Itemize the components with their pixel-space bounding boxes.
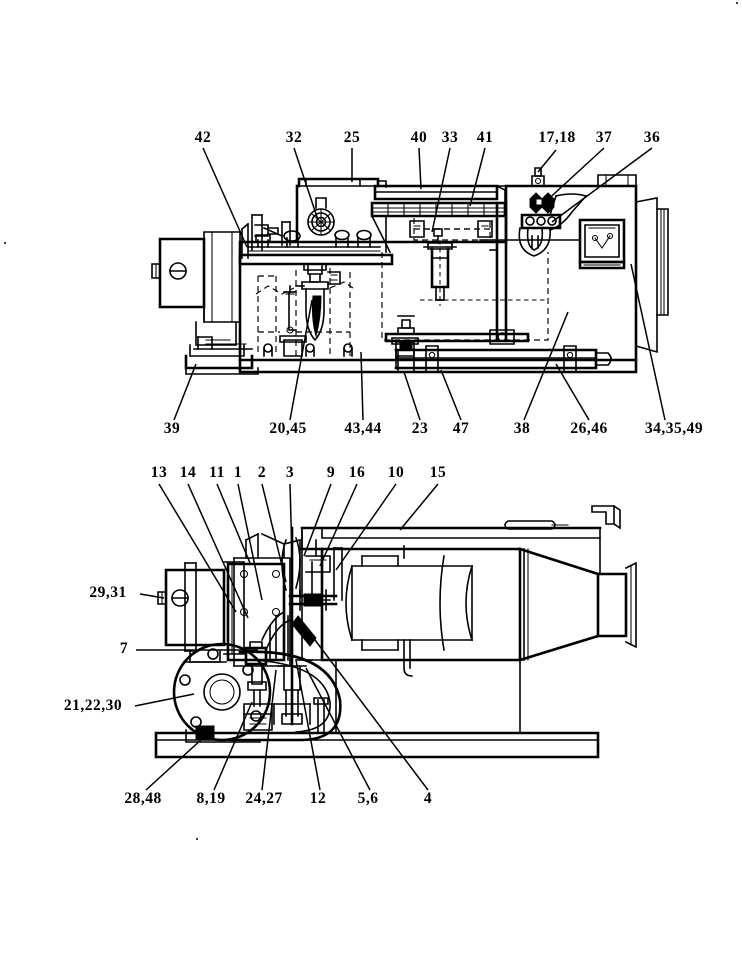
callout-38[interactable]: 38 bbox=[513, 420, 531, 437]
upper-sheave-assembly bbox=[307, 197, 335, 236]
upper-vertical-post bbox=[489, 201, 515, 345]
upper-assembly-figure bbox=[151, 147, 669, 421]
upper-hidden-chamber bbox=[381, 252, 549, 341]
scan-speck bbox=[196, 838, 198, 840]
callout-21-22-30[interactable]: 21,22,30 bbox=[63, 697, 123, 714]
callout-29-31[interactable]: 29,31 bbox=[89, 584, 127, 601]
scan-speck bbox=[736, 2, 738, 4]
callout-47[interactable]: 47 bbox=[452, 420, 470, 437]
callout-4[interactable]: 4 bbox=[423, 790, 433, 807]
callout-24-27[interactable]: 24,27 bbox=[245, 790, 283, 807]
lower-bottom-hardware bbox=[313, 697, 329, 734]
callout-42[interactable]: 42 bbox=[194, 129, 212, 146]
callout-13[interactable]: 13 bbox=[150, 464, 168, 481]
callout-20-45[interactable]: 20,45 bbox=[269, 420, 307, 437]
lower-suction-fitting bbox=[243, 641, 273, 731]
upper-internal-diagonals bbox=[370, 214, 392, 254]
callout-33[interactable]: 33 bbox=[441, 129, 459, 146]
upper-left-base bbox=[184, 336, 259, 375]
callout-34-35-49[interactable]: 34,35,49 bbox=[644, 420, 704, 437]
callout-25[interactable]: 25 bbox=[343, 129, 361, 146]
callout-28-48[interactable]: 28,48 bbox=[124, 790, 162, 807]
lower-duct-housing bbox=[300, 504, 637, 662]
callout-5-6[interactable]: 5,6 bbox=[357, 790, 379, 807]
callout-36[interactable]: 36 bbox=[643, 129, 661, 146]
upper-left-bracket bbox=[240, 214, 291, 259]
scan-speck bbox=[4, 242, 6, 244]
callout-16[interactable]: 16 bbox=[348, 464, 366, 481]
upper-leader-lines bbox=[173, 147, 666, 421]
lower-leader-lines bbox=[134, 483, 439, 791]
callout-43-44[interactable]: 43,44 bbox=[344, 420, 382, 437]
callout-10[interactable]: 10 bbox=[387, 464, 405, 481]
lower-circular-flange bbox=[172, 642, 342, 743]
upper-hidden-left-internals bbox=[255, 268, 357, 356]
upper-hidden-detail-33 bbox=[409, 218, 493, 241]
callout-11[interactable]: 11 bbox=[209, 464, 225, 481]
callout-39[interactable]: 39 bbox=[163, 420, 181, 437]
callout-9[interactable]: 9 bbox=[326, 464, 336, 481]
callout-1[interactable]: 1 bbox=[233, 464, 243, 481]
callout-14[interactable]: 14 bbox=[179, 464, 197, 481]
callout-32[interactable]: 32 bbox=[285, 129, 303, 146]
callout-12[interactable]: 12 bbox=[309, 790, 327, 807]
upper-right-fittings bbox=[518, 167, 588, 257]
lower-impeller-barrel bbox=[345, 545, 474, 677]
callout-7[interactable]: 7 bbox=[119, 640, 129, 657]
callout-41[interactable]: 41 bbox=[476, 129, 494, 146]
callout-2[interactable]: 2 bbox=[257, 464, 267, 481]
callout-15[interactable]: 15 bbox=[429, 464, 447, 481]
upper-filter-element bbox=[283, 263, 341, 342]
lower-assembly-figure bbox=[134, 483, 637, 791]
callout-3[interactable]: 3 bbox=[285, 464, 295, 481]
upper-valve-cylinder bbox=[423, 228, 457, 306]
callout-26-46[interactable]: 26,46 bbox=[570, 420, 608, 437]
upper-top-deck bbox=[238, 229, 394, 266]
lower-motor bbox=[157, 561, 245, 663]
upper-rating-plate bbox=[479, 218, 626, 270]
callout-37[interactable]: 37 bbox=[595, 129, 613, 146]
upper-motor-block bbox=[151, 231, 245, 357]
callout-8-19[interactable]: 8,19 bbox=[196, 790, 226, 807]
upper-lower-tube bbox=[384, 315, 612, 373]
callout-23[interactable]: 23 bbox=[411, 420, 429, 437]
callout-17-18[interactable]: 17,18 bbox=[538, 129, 576, 146]
upper-lower-fittings bbox=[263, 335, 419, 357]
callout-40[interactable]: 40 bbox=[410, 129, 428, 146]
